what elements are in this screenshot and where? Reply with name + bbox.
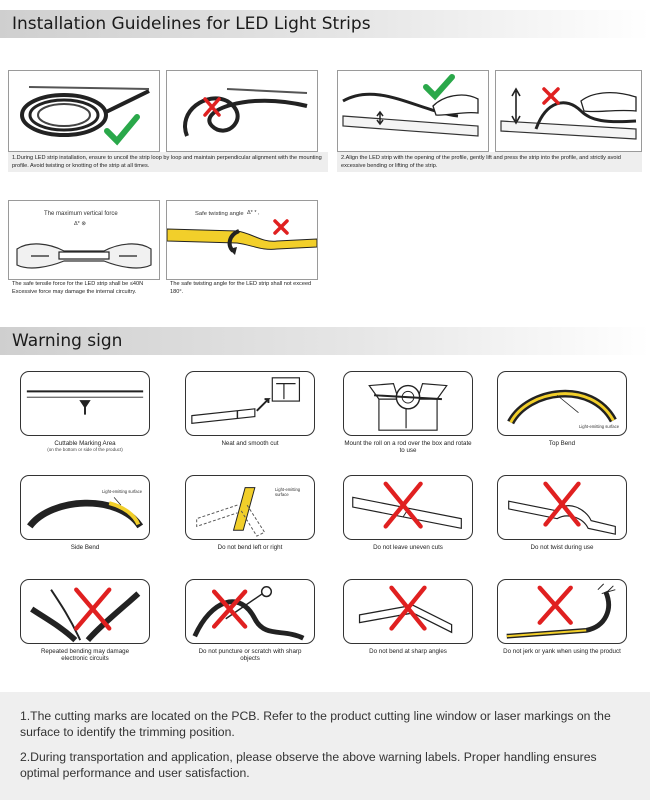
warning-label: Cuttable Marking Area [54,440,116,447]
warning-box [343,371,473,436]
cross-icon [383,481,423,529]
warning-item: Light-emitting surface Side Bend [20,475,150,551]
install-panel-tensile: The maximum vertical force Δ* ⊗ [8,200,160,280]
install-header: Installation Guidelines for LED Light St… [0,10,650,38]
warning-label: Do not bend at sharp angles [369,648,447,655]
warning-box [497,579,627,644]
check-icon [423,74,455,101]
warning-label: Do not twist during use [530,544,594,551]
warning-item: Do not puncture or scratch with sharp ob… [185,579,315,663]
cross-icon [543,481,581,527]
warning-item: Light-emitting surface Do not bend left … [185,475,315,551]
warning-item: Mount the roll on a rod over the box and… [343,371,473,455]
warning-label: Side Bend [70,544,100,551]
warning-label: Repeated bending may damage electronic c… [40,648,130,663]
warning-item: Repeated bending may damage electronic c… [20,579,150,663]
warning-label: Do not jerk or yank when using the produ… [503,648,621,655]
tensile-illustration [16,243,152,269]
notes-panel: 1.The cutting marks are located on the P… [0,692,650,800]
warning-box [185,371,315,436]
warning-label: Do not puncture or scratch with sharp ob… [198,648,302,663]
sharp-angle-illustration [358,585,453,634]
warning-box [20,371,150,436]
twist-label: Safe twisting angle [195,211,244,217]
uncoil-illustration [20,86,150,146]
tensile-value: Δ* ⊗ [74,221,86,227]
light-surface-tag: Light-emitting surface [579,424,620,429]
install-panel-align [337,70,489,152]
warning-box [343,579,473,644]
cross-icon [211,589,248,629]
warning-label: Do not bend left or right [217,544,283,551]
cross-icon [203,97,221,117]
warning-box [20,579,150,644]
warning-item: Do not jerk or yank when using the produ… [497,579,627,655]
warning-header: Warning sign [0,327,650,355]
warning-box [185,579,315,644]
warning-box [185,475,315,540]
warning-item: Cuttable Marking Area (on the bottom or … [20,371,150,453]
warning-sublabel: (on the bottom or side of the product) [47,447,123,453]
install-title: Installation Guidelines for LED Light St… [12,14,371,34]
no-lr-bend-illustration [196,487,266,537]
cross-icon [273,219,289,235]
warning-label: Top Bend [548,440,576,447]
install-panel-knot [166,70,318,152]
tensile-caption: The safe tensile force for the LED strip… [12,281,144,295]
light-surface-tag: Light-emitting surface [102,489,143,494]
cross-icon [74,587,112,631]
warning-label: Neat and smooth cut [221,440,279,447]
repeated-bend-illustration [30,587,141,643]
install-caption-1: 1.During LED strip installation, ensure … [8,152,328,172]
cross-icon [389,585,427,631]
install-panel-lift [495,70,642,152]
twist-illustration [167,219,317,255]
uneven-cut-illustration [352,481,462,530]
cross-icon [542,87,560,105]
tensile-label: The maximum vertical force [44,211,118,217]
warning-item: Neat and smooth cut [185,371,315,447]
note-2: 2.During transportation and application,… [20,750,597,780]
check-icon [104,114,140,146]
warning-label: Do not leave uneven cuts [373,544,443,551]
warning-item: Do not leave uneven cuts [343,475,473,551]
no-yank-illustration [506,583,616,639]
light-surface-tag: Light-emitting surface [275,487,301,497]
knot-illustration [183,88,308,137]
warning-item: Do not bend at sharp angles [343,579,473,655]
lift-illustration [500,87,637,140]
side-bend-illustration [27,497,144,529]
cross-icon [537,585,573,625]
warning-box [343,475,473,540]
roll-box-illustration [368,383,448,431]
warning-box [497,475,627,540]
twist-value: Δ* * , [247,210,260,216]
warning-label: Mount the roll on a rod over the box and… [344,440,472,455]
twist-caption: The safe twisting angle for the LED stri… [170,281,312,295]
note-1: 1.The cutting marks are located on the P… [20,709,611,739]
install-panel-uncoil [8,70,160,152]
no-twist-illustration [508,481,616,535]
cut-mark-illustration [26,390,144,415]
warning-item: Do not twist during use [497,475,627,551]
no-puncture-illustration [192,586,305,641]
warning-title: Warning sign [12,331,123,351]
top-bend-illustration [507,389,617,425]
warning-box [497,371,627,436]
warning-box [20,475,150,540]
neat-cut-illustration [191,377,301,425]
warning-item: Light-emitting surface Top Bend [497,371,627,447]
install-caption-2: 2.Align the LED strip with the opening o… [337,152,642,172]
install-panel-twist: Safe twisting angle Δ* * , [166,200,318,280]
align-illustration [342,74,479,137]
